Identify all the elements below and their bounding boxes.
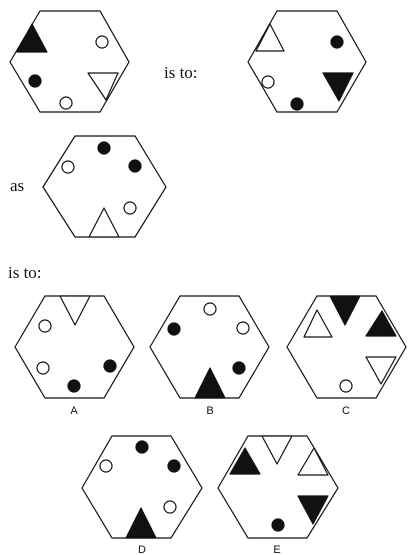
figure-3 [42, 135, 167, 238]
white-circle [339, 379, 353, 393]
option-e[interactable]: E [217, 435, 339, 555]
hexagon [9, 10, 130, 113]
option-e-label: E [273, 544, 280, 555]
option-c[interactable]: C [286, 295, 407, 417]
white-circle [123, 201, 137, 215]
white-circle [203, 302, 217, 316]
white-triangle [88, 207, 120, 238]
black-triangle [322, 72, 354, 102]
white-triangle [255, 23, 285, 52]
option-c-label: C [342, 405, 350, 417]
black-circle [97, 141, 111, 155]
black-triangle [297, 495, 329, 525]
black-circle [103, 359, 117, 373]
option-b-label: B [206, 405, 213, 417]
white-circle [236, 321, 250, 335]
white-circle [95, 35, 109, 49]
white-circle [38, 319, 52, 333]
white-triangle [297, 447, 329, 476]
is-to-label: is to: [8, 263, 42, 282]
hexagon [247, 10, 367, 113]
black-circle [128, 159, 142, 173]
figure-1 [9, 10, 130, 113]
white-circle [61, 160, 75, 174]
black-circle [167, 459, 181, 473]
black-triangle [125, 507, 157, 539]
white-circle [36, 361, 50, 375]
black-circle [135, 440, 149, 454]
black-circle [232, 361, 246, 375]
white-triangle [261, 435, 293, 465]
black-circle [290, 97, 304, 111]
black-triangle [194, 367, 226, 399]
as-label: as [10, 176, 24, 195]
white-circle [99, 459, 113, 473]
black-triangle [365, 310, 397, 337]
white-triangle [365, 356, 397, 385]
option-a-label: A [70, 405, 78, 417]
white-circle [163, 500, 177, 514]
is-to-label: is to: [164, 63, 198, 82]
black-circle [67, 379, 81, 393]
black-triangle [229, 447, 261, 475]
white-triangle [59, 295, 91, 326]
option-d[interactable]: D [81, 435, 203, 555]
black-circle [271, 518, 285, 532]
black-triangle [329, 295, 361, 326]
option-d-label: D [138, 544, 146, 555]
white-circle [261, 75, 275, 89]
black-circle [28, 74, 42, 88]
option-b[interactable]: B [149, 295, 270, 417]
option-a[interactable]: A [14, 295, 135, 417]
black-circle [330, 35, 344, 49]
white-triangle [303, 309, 333, 338]
figure-2 [247, 10, 367, 113]
black-circle [167, 322, 181, 336]
white-triangle [87, 72, 119, 101]
white-circle [59, 96, 73, 110]
black-triangle [16, 23, 48, 53]
